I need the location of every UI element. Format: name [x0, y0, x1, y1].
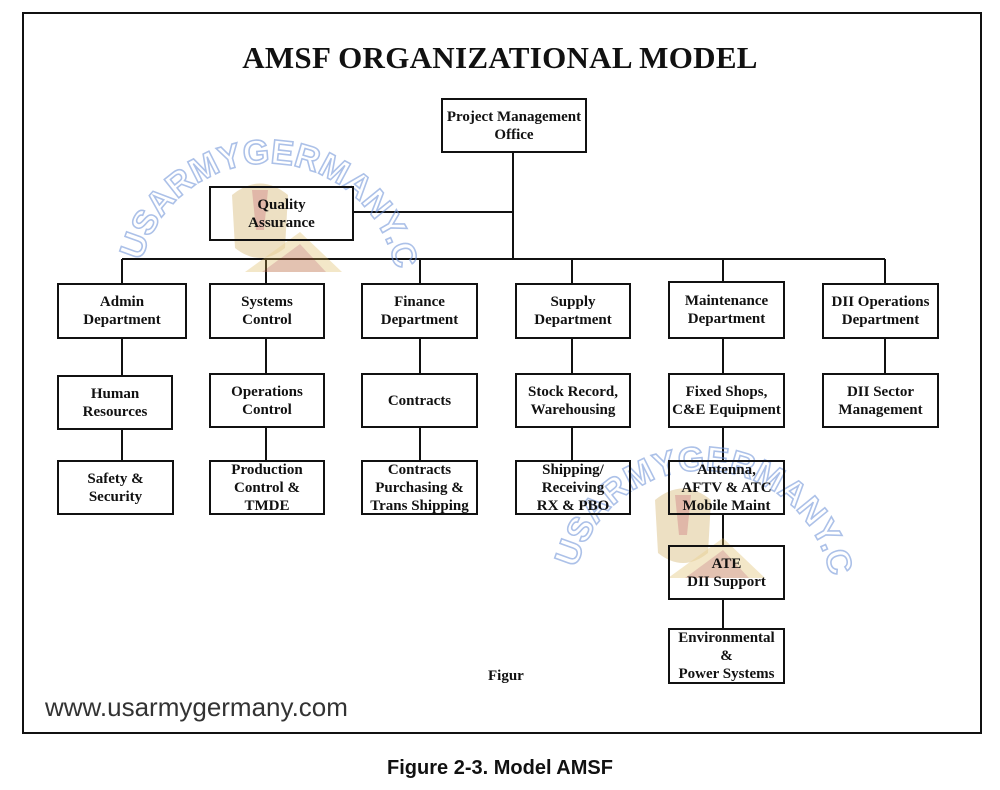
node-maintenance-department: Maintenance Department — [668, 281, 785, 339]
node-finance-department: Finance Department — [361, 283, 478, 339]
figure-caption: Figure 2-3. Model AMSF — [387, 757, 613, 779]
node-project-management-office: Project Management Office — [441, 98, 587, 153]
node-antenna-aftv-atc: Antenna, AFTV & ATC Mobile Maint — [668, 460, 785, 515]
website-watermark: www.usarmygermany.com — [45, 692, 348, 722]
node-environmental-power-systems: Environmental & Power Systems — [668, 628, 785, 684]
node-ate-dii-support: ATE DII Support — [668, 545, 785, 600]
node-contracts-purchasing: Contracts Purchasing & Trans Shipping — [361, 460, 478, 515]
node-quality-assurance: Quality Assurance — [209, 186, 354, 241]
node-operations-control: Operations Control — [209, 373, 325, 428]
node-dii-sector-management: DII Sector Management — [822, 373, 939, 428]
node-systems-control: Systems Control — [209, 283, 325, 339]
node-dii-operations-department: DII Operations Department — [822, 283, 939, 339]
node-stock-record-warehousing: Stock Record, Warehousing — [515, 373, 631, 428]
node-safety-security: Safety & Security — [57, 460, 174, 515]
figure-label: Figur — [488, 668, 524, 684]
node-production-control-tmde: Production Control & TMDE — [209, 460, 325, 515]
node-contracts: Contracts — [361, 373, 478, 428]
node-human-resources: Human Resources — [57, 375, 173, 430]
diagram-title: AMSF ORGANIZATIONAL MODEL — [242, 40, 758, 75]
node-shipping-receiving: Shipping/ Receiving RX & PBO — [515, 460, 631, 515]
node-supply-department: Supply Department — [515, 283, 631, 339]
node-fixed-shops: Fixed Shops, C&E Equipment — [668, 373, 785, 428]
diagram-frame — [22, 12, 982, 734]
node-admin-department: Admin Department — [57, 283, 187, 339]
